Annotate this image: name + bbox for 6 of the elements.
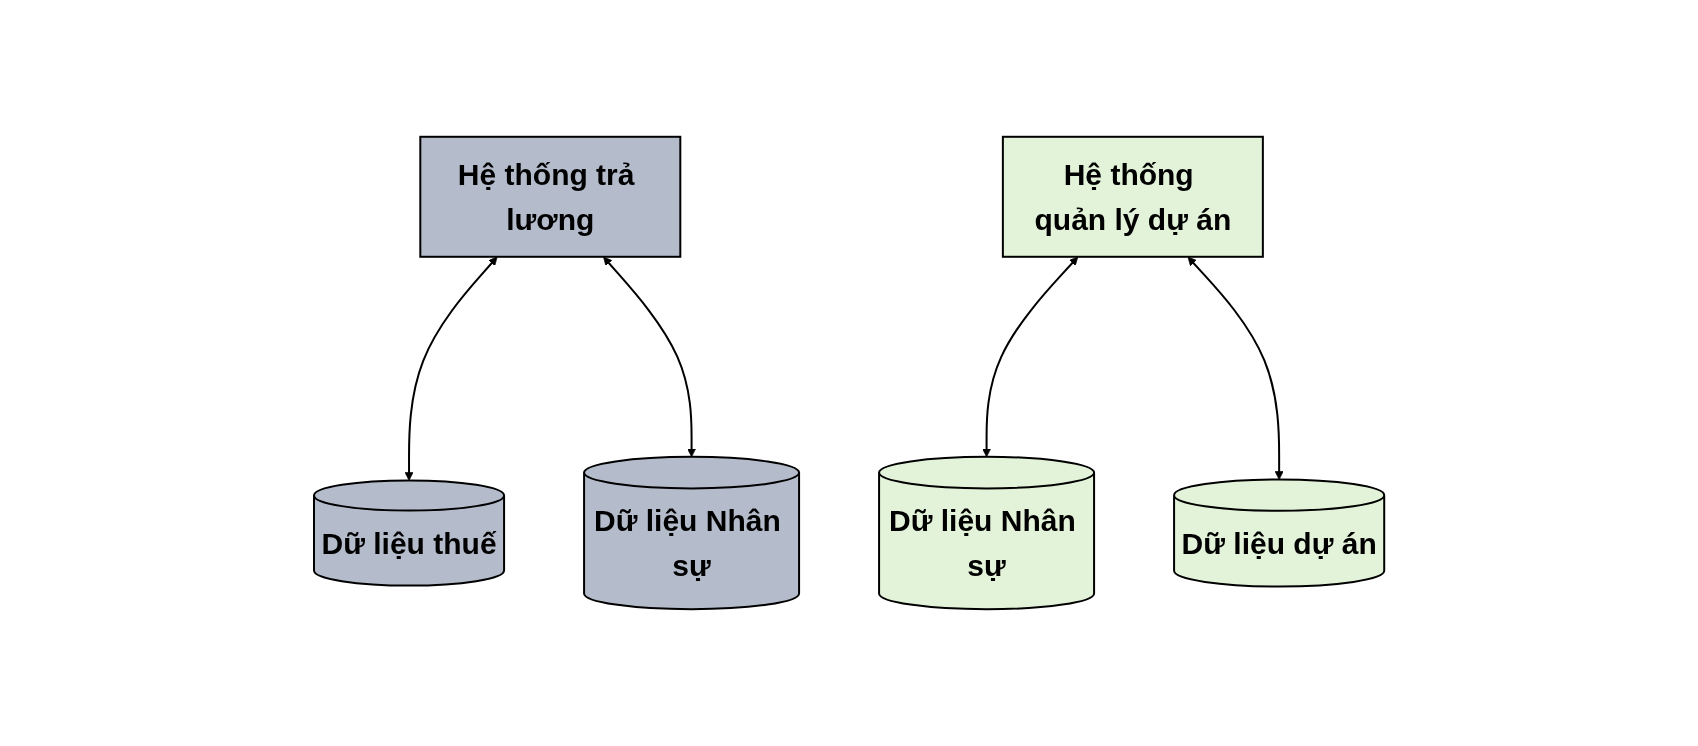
arrow — [1187, 256, 1284, 480]
arrow — [603, 256, 696, 458]
arrow — [404, 256, 498, 481]
arrow — [982, 256, 1079, 458]
node-box: Hệ thống quản lý dự án — [1001, 135, 1264, 258]
node-box: Hệ thống trả lương — [419, 135, 682, 258]
